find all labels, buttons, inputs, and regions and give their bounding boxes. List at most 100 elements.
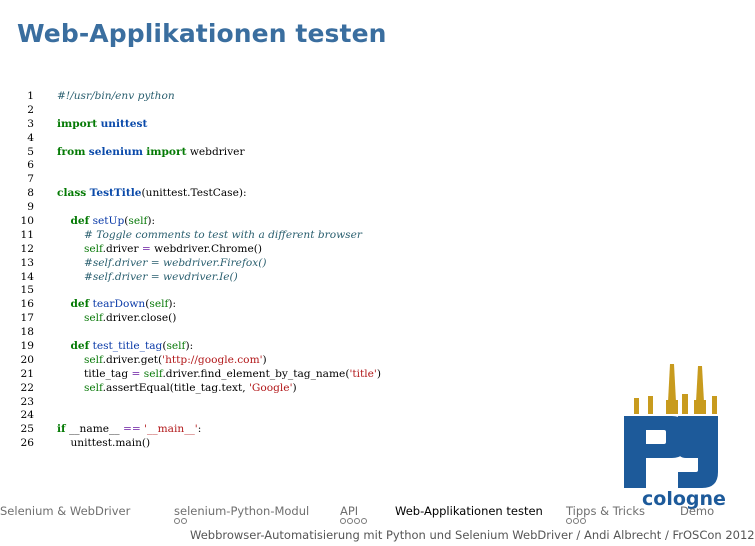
code-line: 26 unittest.main() — [18, 437, 381, 451]
code-token — [57, 340, 70, 352]
code-line: 8 class TestTitle(unittest.TestCase): — [18, 187, 381, 201]
nav-slide-dot[interactable] — [354, 518, 360, 524]
nav-section-link[interactable]: Selenium & WebDriver — [0, 504, 130, 518]
code-token: .assertEqual(title_tag.text, — [102, 381, 249, 394]
code-line: 16 def tearDown(self): — [18, 298, 381, 312]
code-line: 15 — [18, 284, 381, 298]
code-line: 4 — [18, 132, 381, 146]
line-number: 9 — [27, 201, 34, 214]
code-token: import — [146, 145, 187, 158]
nav-section-link[interactable]: Demo — [680, 504, 714, 518]
code-token: #self.driver = webdriver.Firefox() — [83, 256, 267, 269]
line-number: 4 — [27, 131, 34, 144]
code-token — [57, 312, 84, 324]
line-number: 21 — [20, 367, 34, 380]
code-token: ): — [168, 298, 177, 311]
nav-section-link[interactable]: Web-Applikationen testen — [395, 504, 543, 518]
nav-slide-dot[interactable] — [573, 518, 579, 524]
line-number: 18 — [20, 326, 34, 339]
code-line: 3 import unittest — [18, 118, 381, 132]
line-number: 8 — [27, 187, 34, 200]
line-number: 12 — [20, 242, 34, 255]
code-token: self — [128, 215, 148, 228]
code-token: tearDown — [92, 298, 146, 311]
code-token: # Toggle comments to test with a differe… — [83, 228, 362, 241]
code-token — [57, 229, 84, 241]
code-line: 12 self.driver = webdriver.Chrome() — [18, 243, 381, 257]
code-token: ) — [292, 381, 297, 394]
code-text: title_tag = self.driver.find_element_by_… — [57, 368, 381, 382]
code-token: def — [70, 340, 90, 353]
code-token: TestTitle — [89, 187, 142, 200]
code-text: import unittest — [57, 118, 147, 132]
code-token: self — [83, 353, 103, 366]
code-line: 10 def setUp(self): — [18, 215, 381, 229]
line-number: 10 — [20, 215, 34, 228]
code-line: 17 self.driver.close() — [18, 312, 381, 326]
code-token: 'Google' — [249, 381, 293, 394]
code-token: from — [57, 145, 86, 158]
code-token: : — [197, 423, 202, 436]
code-token — [57, 382, 84, 394]
nav-slide-dot[interactable] — [347, 518, 353, 524]
code-line: 6 — [18, 159, 381, 173]
code-token — [57, 298, 70, 310]
code-line: 9 — [18, 201, 381, 215]
code-token: 'title' — [349, 367, 377, 380]
code-line: 14 #self.driver = wevdriver.Ie() — [18, 271, 381, 285]
code-text: # Toggle comments to test with a differe… — [57, 229, 362, 243]
code-token: test_title_tag — [92, 340, 163, 353]
code-line: 19 def test_title_tag(self): — [18, 340, 381, 354]
code-token: #self.driver = wevdriver.Ie() — [83, 270, 238, 283]
nav-slide-dot[interactable] — [340, 518, 346, 524]
code-token: ): — [147, 215, 156, 228]
line-number: 3 — [27, 117, 34, 130]
code-token: webdriver — [186, 145, 245, 158]
code-token: #!/usr/bin/env python — [57, 90, 175, 102]
code-token: setUp — [92, 215, 125, 228]
line-number: 14 — [20, 270, 34, 283]
line-number: 6 — [27, 159, 34, 172]
code-token: webdriver.Chrome() — [150, 242, 262, 255]
code-text: def test_title_tag(self): — [57, 340, 193, 354]
line-number: 19 — [20, 340, 34, 353]
code-line: 24 — [18, 409, 381, 423]
code-text: if __name__ == '__main__': — [57, 423, 201, 437]
code-token: title_tag — [57, 367, 132, 380]
nav-slide-dot[interactable] — [361, 518, 367, 524]
line-number: 11 — [20, 228, 34, 241]
code-token: == — [122, 423, 141, 436]
code-token: import — [57, 117, 98, 130]
code-text: class TestTitle(unittest.TestCase): — [57, 187, 247, 201]
code-text: from selenium import webdriver — [57, 146, 245, 160]
nav-section-link[interactable]: API — [340, 504, 358, 518]
code-token — [57, 215, 70, 227]
code-text: self.driver = webdriver.Chrome() — [57, 243, 262, 257]
nav-slide-dot[interactable] — [580, 518, 586, 524]
nav-slide-dot[interactable] — [566, 518, 572, 524]
code-token: (unittest.TestCase): — [141, 187, 247, 200]
line-number: 1 — [27, 90, 34, 102]
code-line: 23 — [18, 396, 381, 410]
nav-slide-dot[interactable] — [181, 518, 187, 524]
code-token: selenium — [88, 145, 143, 158]
slide-title: Web-Applikationen testen — [17, 19, 387, 48]
code-token: ): — [185, 340, 194, 353]
code-text: #!/usr/bin/env python — [57, 90, 175, 104]
line-number: 17 — [20, 312, 34, 325]
nav-section-link[interactable]: Tipps & Tricks — [566, 504, 645, 518]
code-line: 18 — [18, 326, 381, 340]
code-token: self — [166, 340, 186, 353]
code-line: 2 — [18, 104, 381, 118]
code-token: class — [57, 187, 87, 200]
code-text: self.assertEqual(title_tag.text, 'Google… — [57, 382, 297, 396]
code-token — [57, 271, 84, 283]
nav-slide-dot[interactable] — [174, 518, 180, 524]
nav-section-label: Demo — [680, 504, 715, 518]
nav-progress-dots — [566, 518, 586, 524]
nav-section-link[interactable]: selenium-Python-Modul — [174, 504, 309, 518]
code-line: 7 — [18, 173, 381, 187]
